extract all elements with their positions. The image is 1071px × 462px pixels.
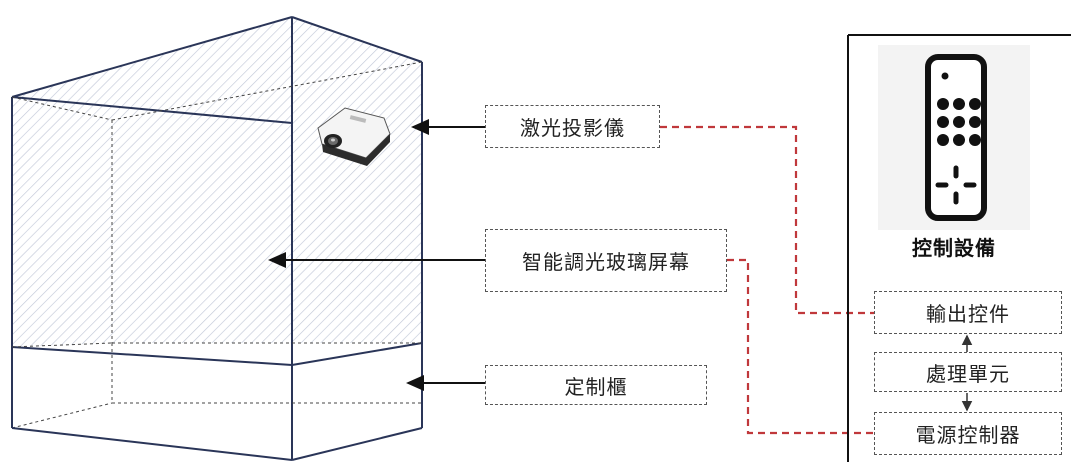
glass-screen-enclosure bbox=[11, 16, 423, 460]
link-screen-to-power bbox=[727, 258, 874, 435]
glass-screen-label-text: 智能調光玻璃屏幕 bbox=[522, 250, 690, 274]
processing-unit-box: 處理單元 bbox=[874, 352, 1062, 392]
link-projector-to-output bbox=[660, 125, 874, 315]
projector-label: 激光投影儀 bbox=[485, 105, 660, 148]
control-device-title: 控制設備 bbox=[912, 236, 996, 260]
glass-front-face bbox=[12, 97, 112, 347]
output-control-box: 輸出控件 bbox=[874, 291, 1062, 334]
cabinet-label: 定制櫃 bbox=[485, 365, 707, 405]
output-control-text: 輸出控件 bbox=[926, 302, 1010, 326]
label-arrows bbox=[268, 119, 485, 391]
projector-icon bbox=[317, 107, 391, 166]
remote-control-icon bbox=[925, 54, 987, 221]
power-controller-text: 電源控制器 bbox=[915, 423, 1021, 447]
power-controller-box: 電源控制器 bbox=[874, 412, 1062, 455]
cabinet-outline bbox=[11, 347, 423, 461]
projector-label-text: 激光投影儀 bbox=[520, 116, 625, 140]
processing-unit-text: 處理單元 bbox=[926, 361, 1010, 386]
glass-screen-label: 智能調光玻璃屏幕 bbox=[485, 229, 727, 292]
red-connections bbox=[660, 125, 874, 435]
cabinet-label-text: 定制櫃 bbox=[564, 374, 628, 399]
glass-top-face bbox=[12, 17, 422, 120]
